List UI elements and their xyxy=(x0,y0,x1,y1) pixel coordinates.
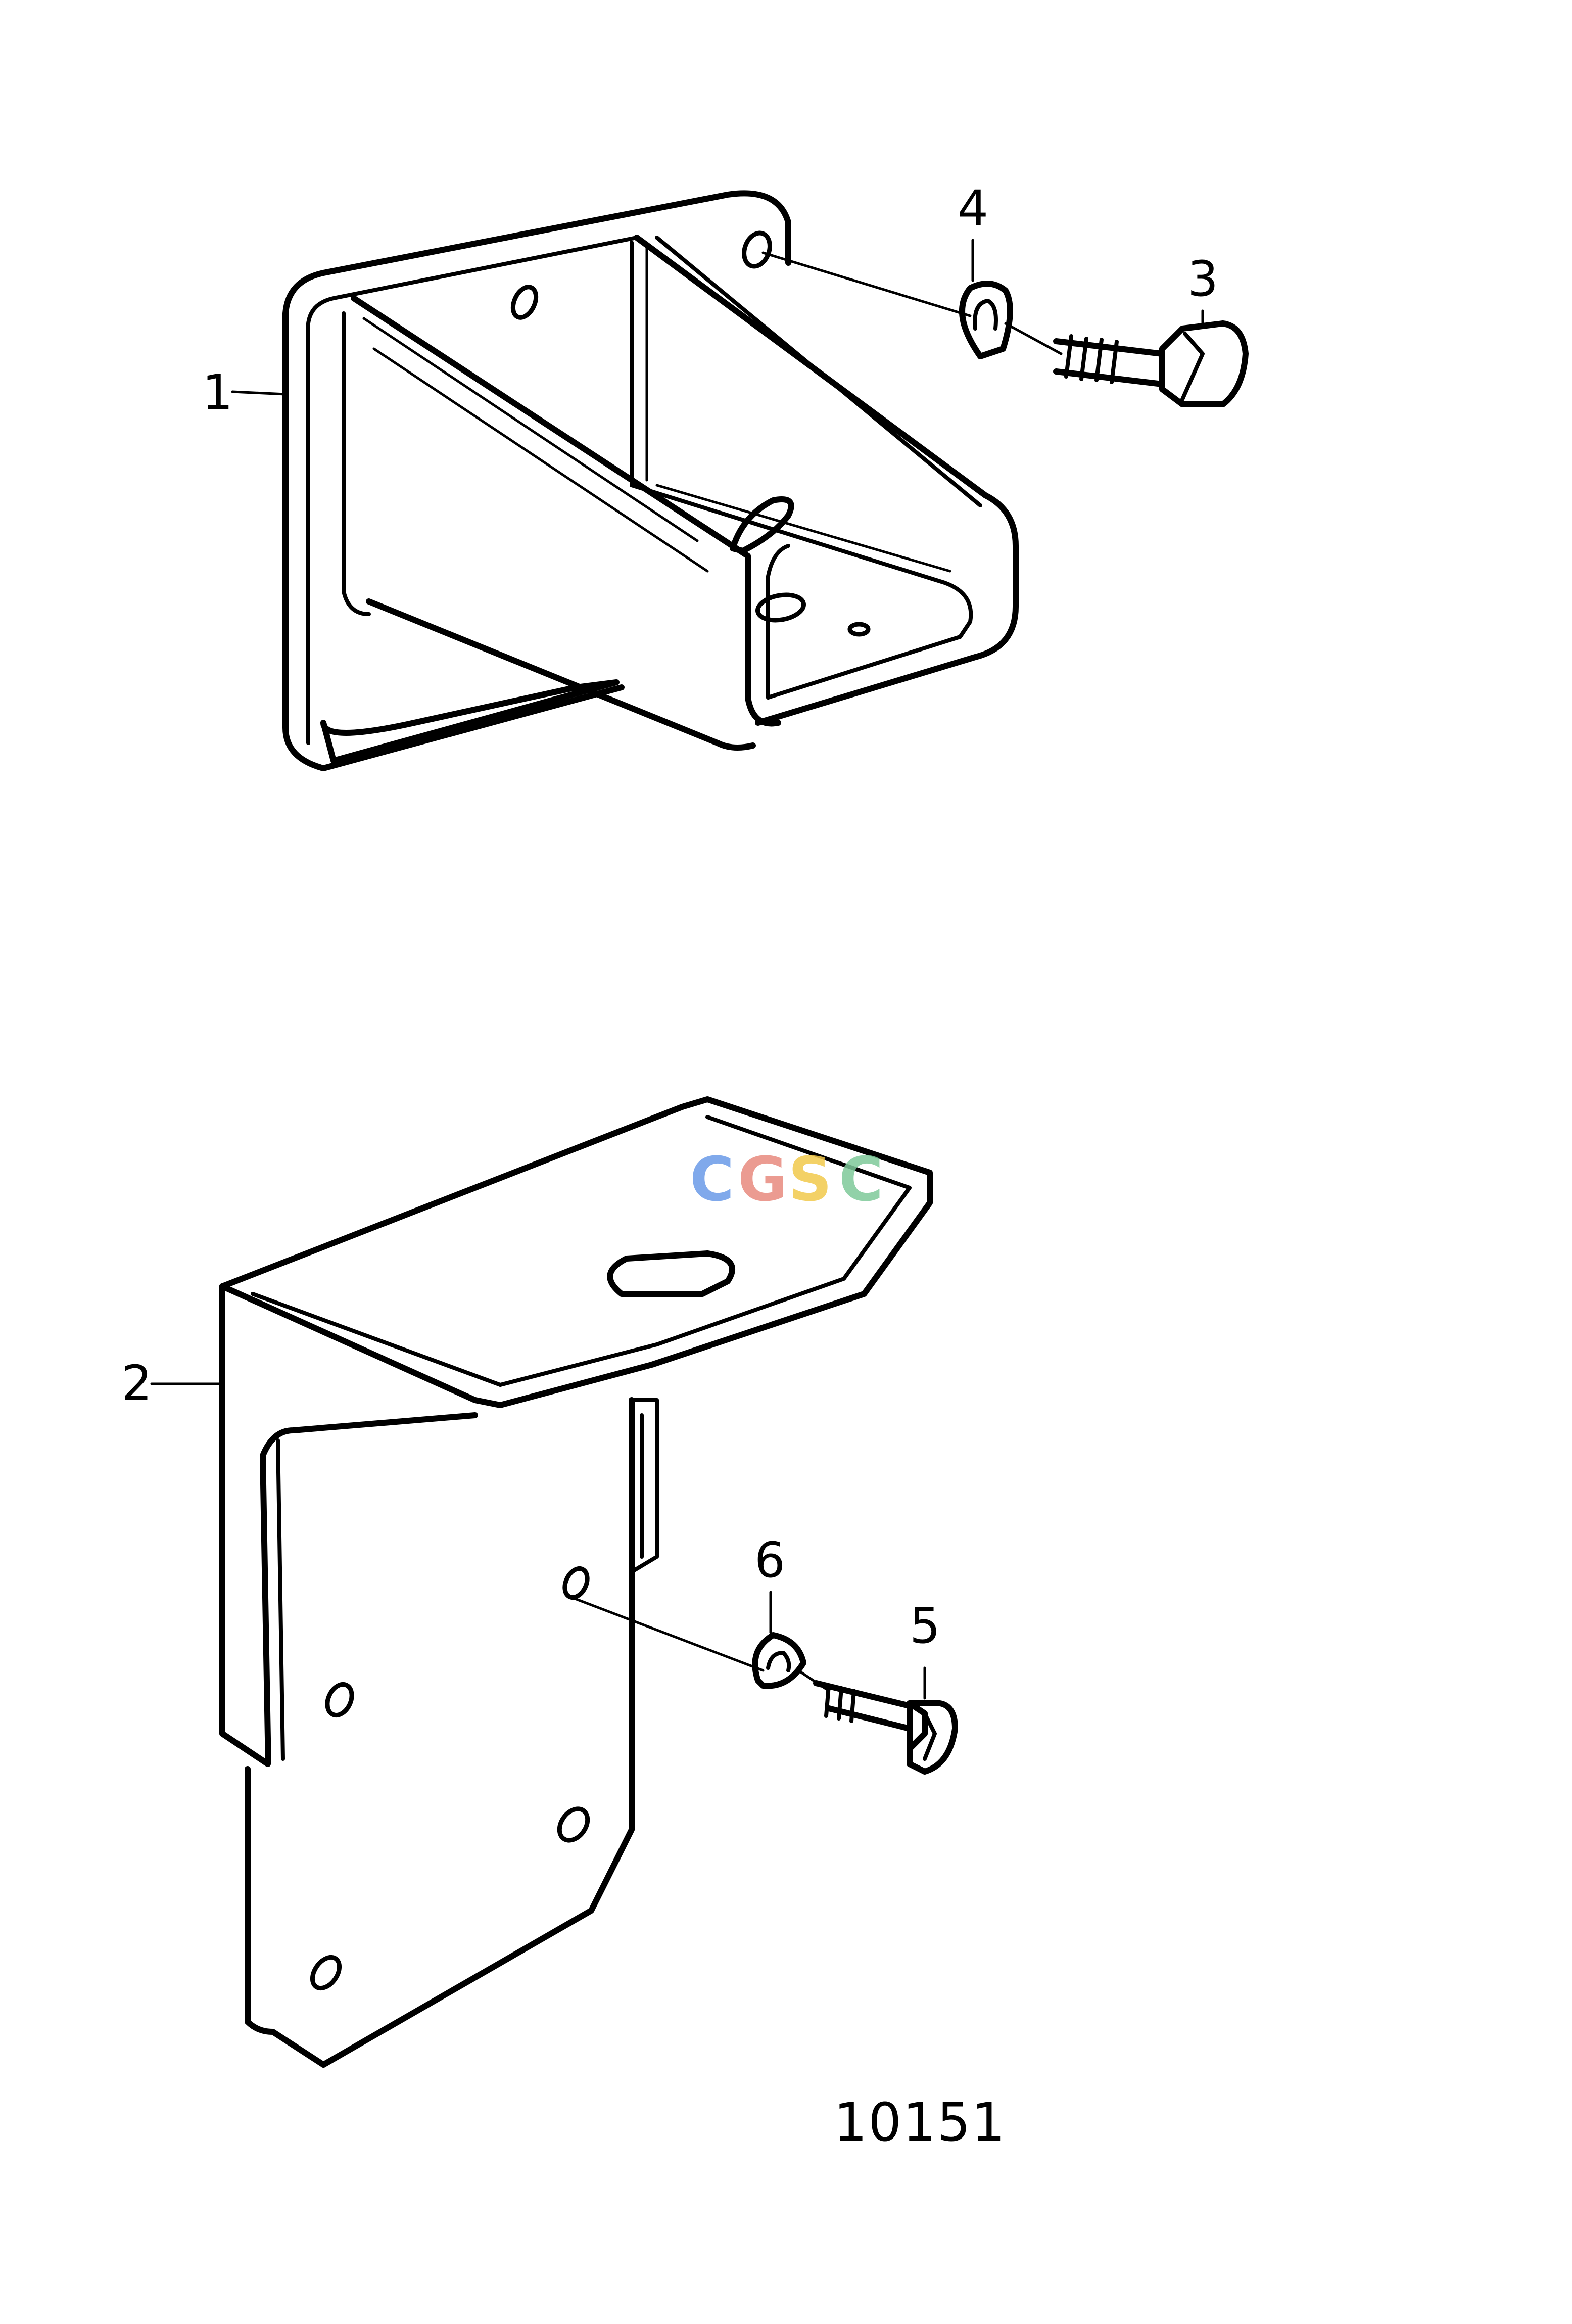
callout-labels: 1 2 3 4 5 6 xyxy=(121,180,1218,1654)
cgsc-watermark-logo: C G S C xyxy=(690,1145,883,1215)
callout-4: 4 xyxy=(958,180,988,237)
callout-leaders-part-2 xyxy=(150,1382,926,1700)
watermark-letter-2: G xyxy=(738,1145,788,1215)
washer-part-4 xyxy=(959,281,1013,359)
bolt-part-3 xyxy=(1053,320,1249,407)
bracket-part-2 xyxy=(219,1096,933,2068)
callout-5: 5 xyxy=(910,1598,940,1654)
callout-3: 3 xyxy=(1187,251,1218,307)
callout-6: 6 xyxy=(754,1532,785,1589)
washer-part-6 xyxy=(752,1632,806,1689)
bolt-part-5 xyxy=(813,1680,958,1775)
callout-2: 2 xyxy=(121,1355,152,1412)
watermark-letter-4: C xyxy=(839,1145,883,1215)
bracket-part-1 xyxy=(282,190,1019,771)
callout-leaders-part-1 xyxy=(231,239,1204,396)
callout-1: 1 xyxy=(202,364,233,421)
figure-number: 10151 xyxy=(834,2091,1006,2153)
watermark-letter-3: S xyxy=(788,1145,832,1215)
watermark-letter-1: C xyxy=(690,1145,734,1215)
